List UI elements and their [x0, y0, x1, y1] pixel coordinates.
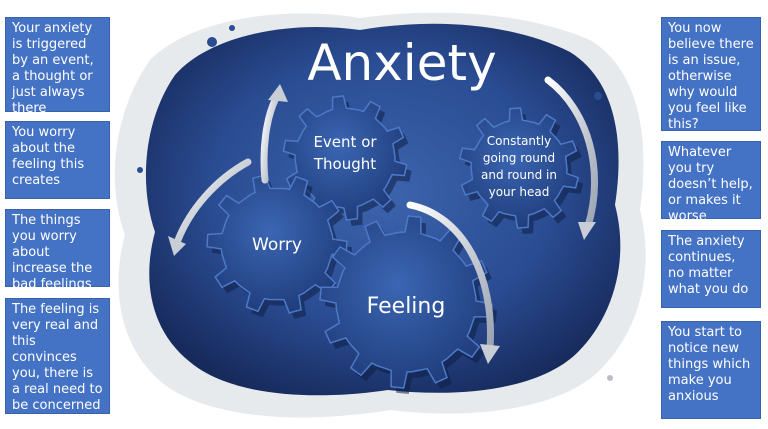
arrow-event-to-worry — [174, 158, 252, 244]
arrow-head-down-feeling — [480, 344, 500, 364]
gear-label-constantly-line2: going round — [483, 151, 555, 165]
arrow-head-into-continues — [544, 76, 599, 230]
gear-label-constantly-line1: Constantly — [487, 134, 551, 148]
right-box-new-things: You start to notice new things which mak… — [661, 321, 761, 419]
gear-event — [282, 95, 408, 221]
diagram-title: Anxiety — [307, 34, 496, 92]
arrow-head-down-right — [578, 222, 596, 240]
right-box-believe-issue: You now believe there is an issue, other… — [661, 17, 761, 132]
gear-label-worry: Worry — [252, 235, 302, 255]
gear-label-constantly-line4: your head — [489, 185, 550, 199]
arrow-worry-to-event — [260, 94, 280, 184]
gear-label-constantly-line3: and round in — [481, 168, 557, 182]
gear-constantly — [458, 107, 580, 229]
gear-label-event-line1: Event or — [313, 133, 377, 151]
gear-label-event-line2: Thought — [313, 155, 376, 173]
left-box-real-need: The feeling is very real and this convin… — [5, 298, 110, 414]
left-box-worry-feeling: You worry about the feeling this creates — [5, 121, 110, 199]
right-box-nothing-helps: Whatever you try doesn’t help, or makes … — [661, 141, 761, 224]
right-box-continues: The anxiety continues, no matter what yo… — [661, 230, 761, 308]
arrow-thought-to-feeling — [406, 201, 494, 352]
gear-label-feeling: Feeling — [367, 294, 446, 319]
gear-feeling — [319, 215, 493, 389]
arrow-heads — [168, 84, 596, 364]
arrow-head-up — [268, 84, 288, 102]
left-box-increase: The things you worry about increase the … — [5, 209, 110, 292]
arrow-head-down-left — [168, 236, 186, 256]
cycle-arrows — [174, 76, 599, 352]
left-box-triggered: Your anxiety is triggered by an event, a… — [5, 17, 110, 116]
